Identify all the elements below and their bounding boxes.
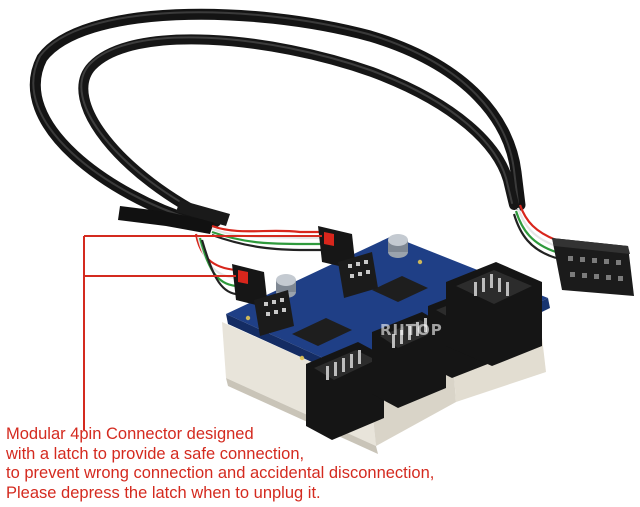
usb-9pin-female-connector: [552, 238, 634, 296]
cable-sleeves: [118, 200, 230, 234]
caption-line-1: Modular 4pin Connector designed: [6, 425, 254, 443]
10pin-header-1: [306, 342, 384, 440]
4pin-connector-top: [318, 226, 378, 298]
caption-line-3: to prevent wrong connection and accident…: [6, 464, 435, 482]
10pin-header-4: [446, 262, 542, 366]
caption-text: Modular 4pin Connector designed with a l…: [6, 425, 566, 503]
cable-loop: [29, 8, 526, 228]
4pin-connector-left: [232, 264, 294, 336]
caption-line-4: Please depress the latch when to unplug …: [6, 483, 321, 502]
hub-chips: [292, 276, 428, 346]
callout-lines: [83, 235, 322, 430]
caption-line-2: with a latch to provide a safe connectio…: [6, 444, 305, 463]
10pin-header-2: [372, 312, 446, 408]
brand-watermark: RIITOP: [380, 321, 443, 339]
internal-wires: [194, 204, 557, 296]
